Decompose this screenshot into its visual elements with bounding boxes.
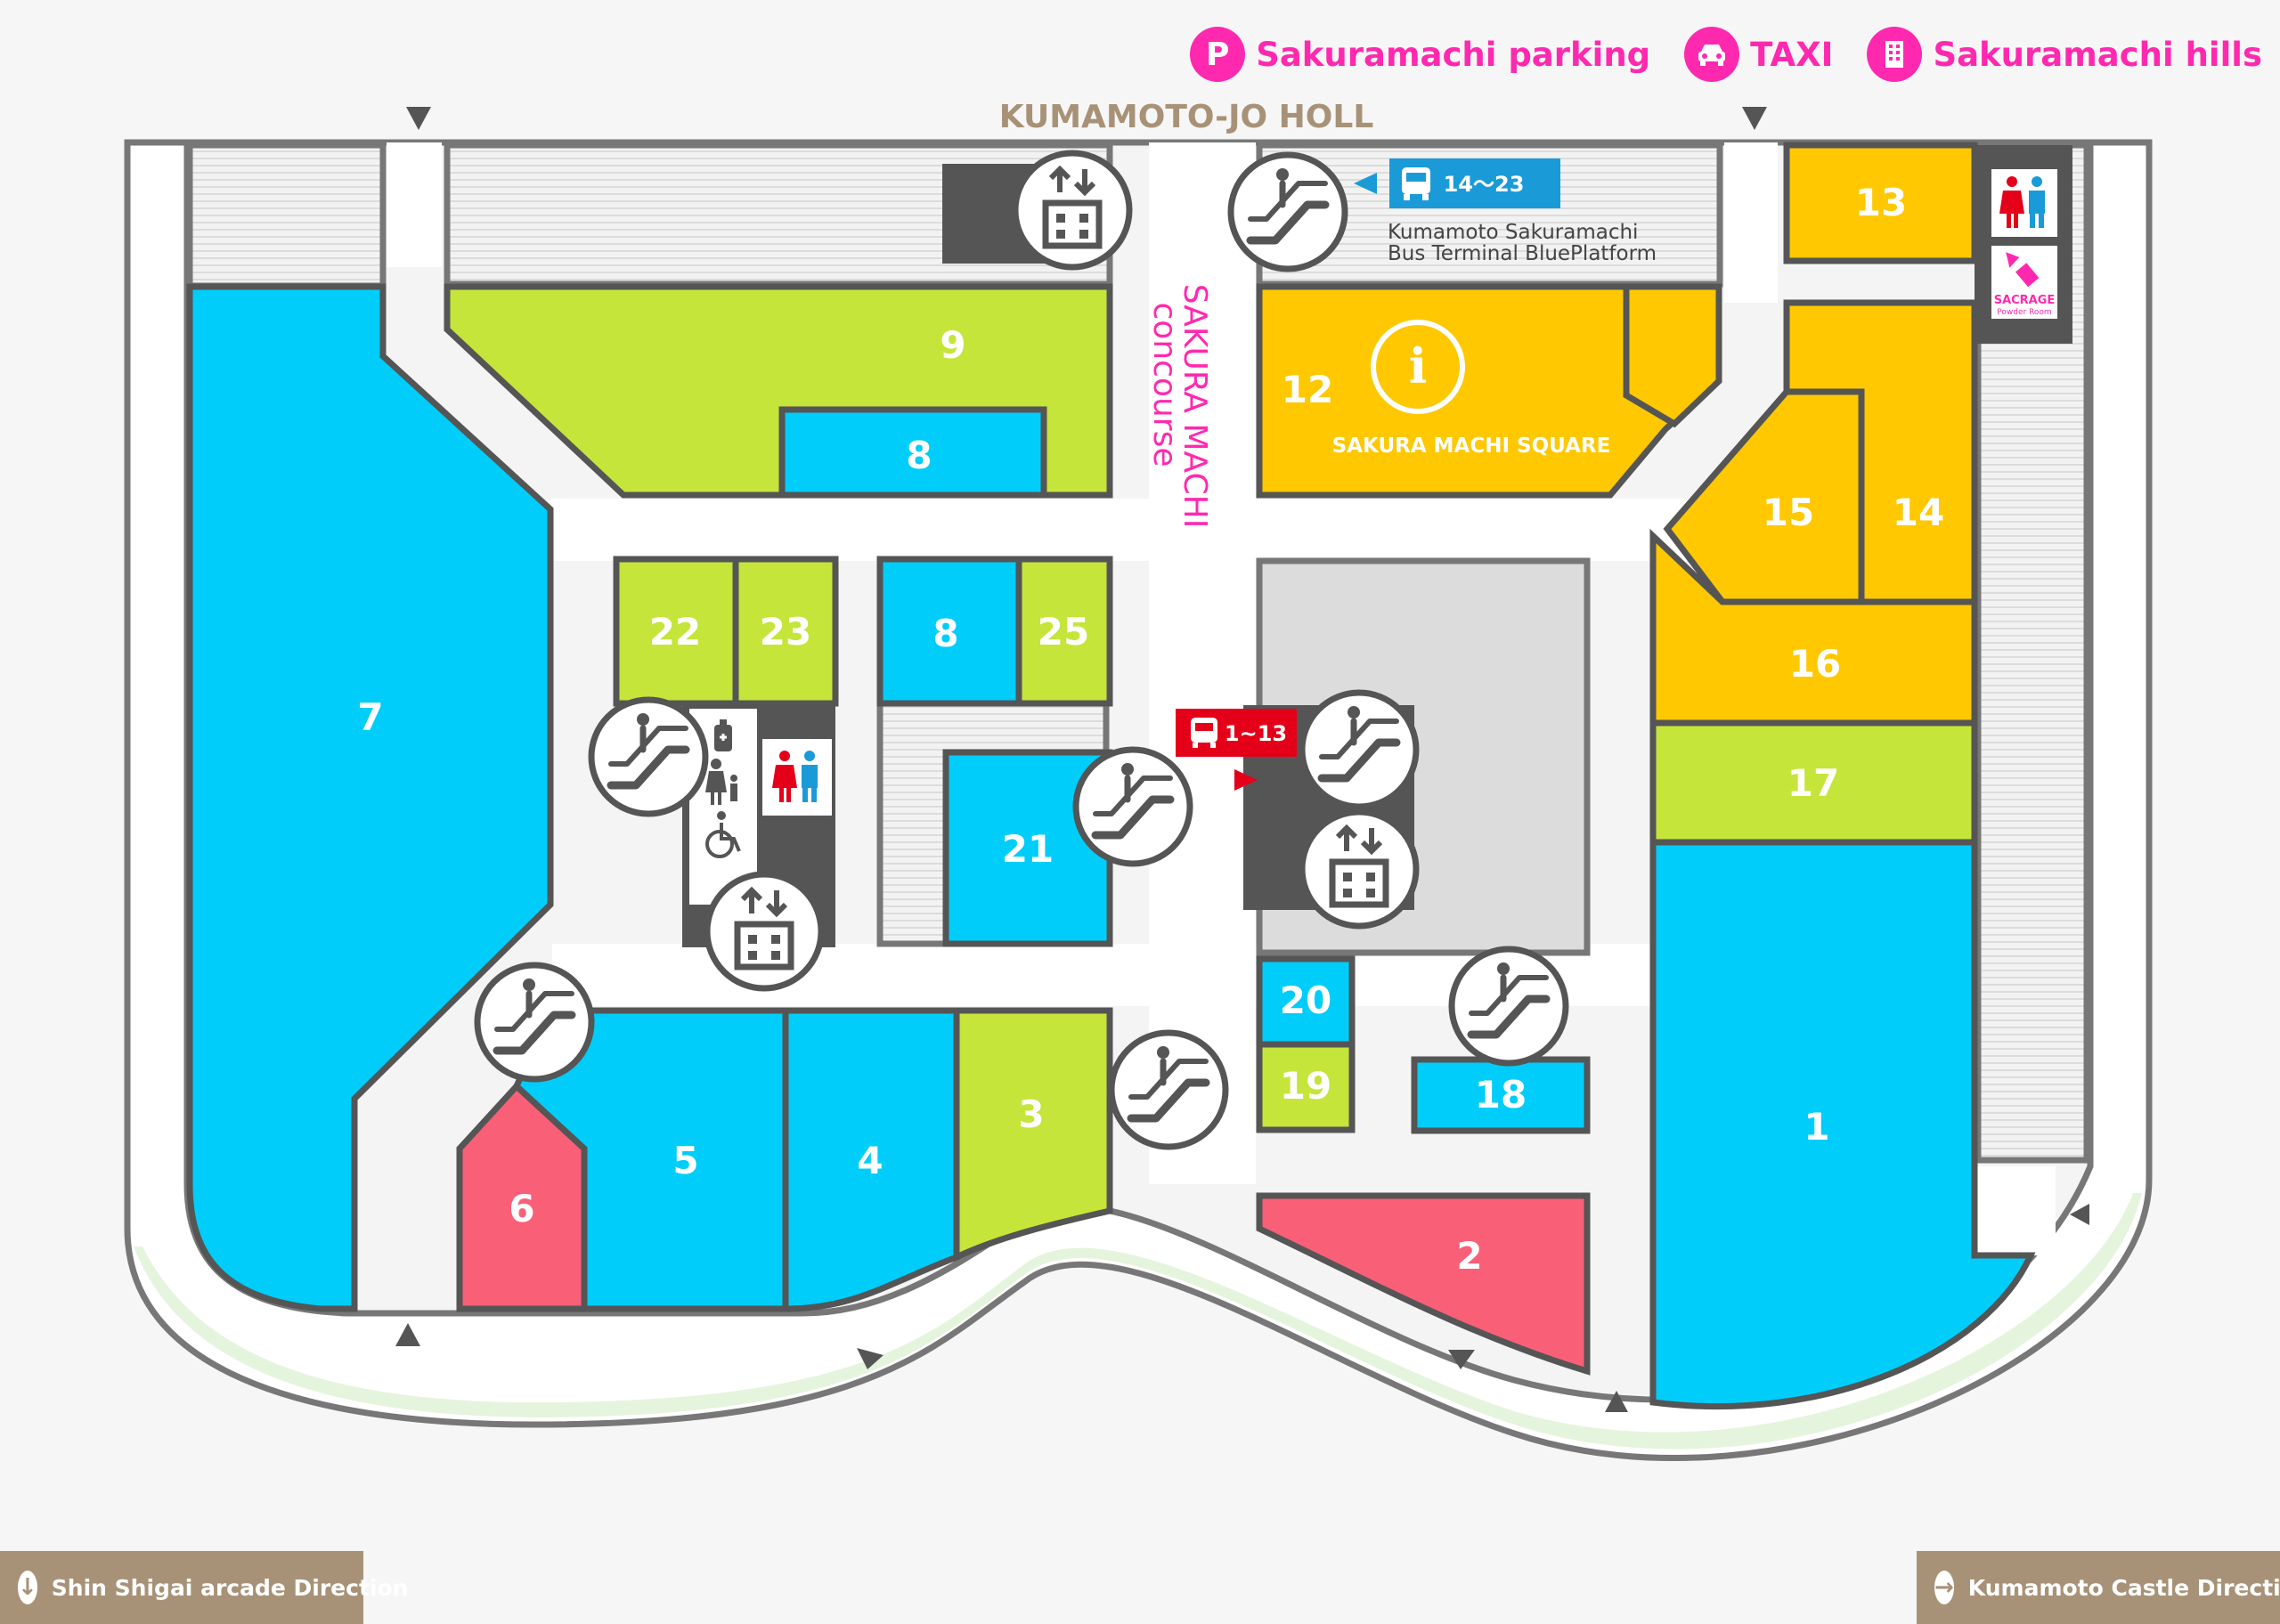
unit-label-14: 14 bbox=[1893, 491, 1944, 534]
svg-text:SAKURA MACHI: SAKURA MACHI bbox=[1177, 284, 1213, 529]
unit-12b bbox=[1623, 283, 1722, 428]
unit-label-2: 2 bbox=[1456, 1234, 1482, 1278]
svg-text:14～23: 14～23 bbox=[1444, 172, 1525, 197]
family-icon bbox=[705, 759, 737, 805]
unit-16 bbox=[1649, 528, 1978, 727]
escalator-icon[interactable] bbox=[1231, 155, 1345, 269]
unit-label-19: 19 bbox=[1280, 1064, 1331, 1108]
unit-23 bbox=[732, 556, 839, 707]
bus-pointer-red bbox=[1234, 769, 1258, 791]
bus-terminal-line1: Kumamoto Sakuramachi bbox=[1388, 221, 1638, 244]
unit-8-top bbox=[778, 406, 1047, 499]
arrow-down-icon: ↓ bbox=[18, 1571, 37, 1604]
parking-icon: P bbox=[1190, 27, 1246, 82]
escalator-icon[interactable] bbox=[477, 965, 591, 1079]
escalator-icon[interactable] bbox=[591, 700, 705, 814]
building-icon bbox=[1867, 27, 1923, 82]
shin-shigai-direction-button[interactable]: ↓ Shin Shigai arcade Direction bbox=[0, 1551, 408, 1624]
shop-units bbox=[186, 142, 2036, 1410]
wheelchair-icon bbox=[705, 811, 741, 858]
unit-label-20: 20 bbox=[1280, 978, 1331, 1022]
unit-8-mid bbox=[876, 556, 1022, 707]
unit-19 bbox=[1256, 1041, 1356, 1133]
unit-label-18: 18 bbox=[1475, 1073, 1527, 1116]
unit-label-8b: 8 bbox=[932, 612, 958, 655]
powder-room-panel: SACRAGE Powder Room bbox=[1991, 169, 2057, 319]
unit-label-3: 3 bbox=[1018, 1092, 1044, 1136]
escalator-icon[interactable] bbox=[1076, 750, 1190, 864]
legend: P Sakuramachi parking TAXI bbox=[1190, 27, 2262, 82]
escalator-icon[interactable] bbox=[1452, 949, 1566, 1063]
unit-label-9: 9 bbox=[940, 323, 965, 367]
elevator-icon[interactable] bbox=[1302, 812, 1416, 926]
unit-7 bbox=[186, 283, 554, 1312]
bus-icon-red bbox=[1191, 718, 1217, 748]
lipstick-icon bbox=[2006, 252, 2040, 288]
unit-label-12: 12 bbox=[1282, 368, 1333, 411]
unit-label-23: 23 bbox=[760, 610, 811, 654]
concourse-label: SAKURA MACHI concourse bbox=[1146, 284, 1213, 529]
unit-numbers: 1 2 3 4 5 6 7 8 8 9 12 13 14 15 16 17 18… bbox=[357, 181, 1944, 1278]
unit-label-6: 6 bbox=[509, 1187, 534, 1230]
shin-shigai-direction-label: Shin Shigai arcade Direction bbox=[51, 1574, 409, 1601]
legend-hills-label: Sakuramachi hills bbox=[1933, 35, 2262, 74]
unit-2 bbox=[1256, 1192, 1591, 1376]
legend-taxi-label: TAXI bbox=[1750, 35, 1834, 74]
unit-22 bbox=[613, 556, 739, 707]
unit-label-25: 25 bbox=[1038, 610, 1089, 654]
bus-icon-blue bbox=[1402, 167, 1430, 200]
powder-room-brand: SACRAGE bbox=[1994, 294, 2056, 307]
facility-panel bbox=[689, 709, 832, 905]
entrance-arrows bbox=[395, 107, 2089, 1412]
unit-label-16: 16 bbox=[1789, 642, 1841, 686]
svg-text:concourse: concourse bbox=[1146, 303, 1183, 467]
first-aid-icon bbox=[714, 719, 732, 751]
legend-parking[interactable]: P Sakuramachi parking bbox=[1190, 27, 1650, 82]
svg-text:1~13: 1~13 bbox=[1225, 721, 1287, 746]
legend-hills[interactable]: Sakuramachi hills bbox=[1867, 27, 2262, 82]
unit-4 bbox=[782, 1007, 960, 1312]
unit-label-15: 15 bbox=[1763, 491, 1814, 534]
unit-label-1: 1 bbox=[1804, 1105, 1829, 1149]
unit-label-8a: 8 bbox=[906, 434, 932, 477]
kumamoto-castle-direction-button[interactable]: → Kumamoto Castle Direction bbox=[1917, 1551, 2280, 1624]
unit-label-17: 17 bbox=[1787, 761, 1839, 805]
unit-1 bbox=[1649, 839, 2036, 1410]
unit-label-4: 4 bbox=[857, 1139, 883, 1182]
unit-25 bbox=[1015, 556, 1113, 707]
svg-text:i: i bbox=[1409, 337, 1428, 394]
unit-label-21: 21 bbox=[1002, 827, 1054, 871]
bus-platform-red[interactable]: 1~13 bbox=[1176, 709, 1297, 791]
taxi-icon bbox=[1684, 27, 1740, 82]
bus-platform-blue[interactable]: 14～23 bbox=[1354, 158, 1560, 208]
escalator-icon[interactable] bbox=[1302, 693, 1416, 807]
legend-taxi[interactable]: TAXI bbox=[1684, 27, 1833, 82]
unit-label-22: 22 bbox=[649, 610, 701, 654]
unit-13 bbox=[1783, 142, 1978, 264]
square-label: SAKURA MACHI SQUARE bbox=[1332, 434, 1611, 458]
unit-17 bbox=[1649, 719, 1978, 846]
unit-3 bbox=[953, 1007, 1113, 1263]
kumamoto-castle-direction-label: Kumamoto Castle Direction bbox=[1967, 1574, 2280, 1601]
bus-pointer-blue bbox=[1354, 173, 1377, 194]
unit-label-7: 7 bbox=[357, 695, 383, 739]
elevator-icon[interactable] bbox=[1015, 153, 1129, 267]
elevator-icon[interactable] bbox=[707, 874, 821, 988]
escalator-icon[interactable] bbox=[1112, 1033, 1226, 1147]
powder-room-caption: Powder Room bbox=[1997, 308, 2051, 317]
information-icon: i bbox=[1371, 320, 1465, 414]
bus-terminal-line2: Bus Terminal BluePlatform bbox=[1388, 242, 1657, 265]
unit-label-13: 13 bbox=[1855, 181, 1907, 224]
arrow-right-icon: → bbox=[1934, 1571, 1954, 1604]
top-road-label: KUMAMOTO-JO HOLL bbox=[999, 99, 1374, 135]
legend-parking-label: Sakuramachi parking bbox=[1256, 35, 1651, 74]
unit-label-5: 5 bbox=[672, 1139, 698, 1182]
